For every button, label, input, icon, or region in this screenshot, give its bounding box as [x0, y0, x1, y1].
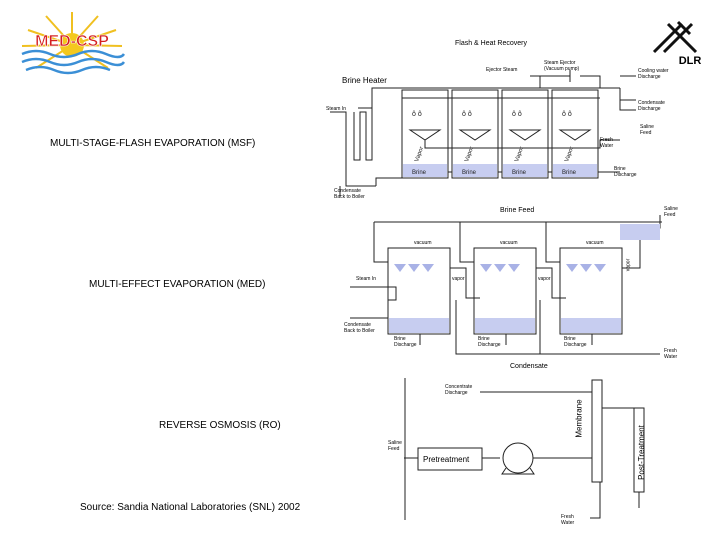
membrane-label: Membrane [574, 399, 584, 438]
med-brine-feed-label: Brine Feed [500, 207, 535, 214]
med-label: MULTI-EFFECT EVAPORATION (MED) [89, 279, 266, 290]
post-treatment-label: Post-Treatment [636, 425, 646, 480]
med-condensate-back-label: Condensate Back to Boiler [344, 322, 375, 334]
msf-vapor-label-3: Vapor [514, 146, 525, 163]
source-label: Source: Sandia National Laboratories (SN… [80, 502, 301, 513]
msf-vapor-label-1: Vapor [414, 146, 425, 163]
ro-saline-feed-label: Saline Feed [388, 440, 402, 452]
med-vacuum-label-2: vacuum [500, 240, 518, 246]
msf-brine-label-2: Brine [462, 170, 477, 176]
med-brine-discharge-label-3: Brine Discharge [564, 336, 587, 348]
pretreatment-label: Pretreatment [423, 455, 470, 464]
dlr-emblem-icon [652, 20, 698, 54]
med-spray-nozzles [394, 264, 606, 272]
membrane-box [591, 379, 603, 483]
med-brine-discharge-label-1: Brine Discharge [394, 336, 417, 348]
brine-heater-label: Brine Heater [342, 76, 387, 85]
svg-text:ô ô: ô ô [562, 111, 572, 118]
ro-label: REVERSE OSMOSIS (RO) [159, 420, 281, 431]
msf-brine-label-4: Brine [562, 170, 577, 176]
msf-diagram: ô ô ô ô ô ô ô ô Brine Brine Brine Brine Va… [330, 70, 636, 196]
msf-fresh-water-label: Fresh Water [600, 137, 614, 149]
msf-cooling-water-label: Cooling water Discharge [638, 68, 669, 80]
med-brine-discharge-label-2: Brine Discharge [478, 336, 501, 348]
msf-condensate-back-label: Condensate Back to Boiler [334, 188, 365, 200]
dlr-logo: DLR [652, 20, 702, 67]
msf-brine-pools [403, 164, 597, 177]
ro-fresh-water-label: Fresh Water [561, 514, 575, 526]
med-vapor-label-2: vapor [538, 276, 551, 282]
logo-text: MED-CSP [35, 33, 109, 50]
msf-brine-label-1: Brine [412, 170, 427, 176]
msf-condensate-discharge-label: Condensate Discharge [638, 100, 665, 112]
med-vacuum-label-1: vacuum [414, 240, 432, 246]
msf-brine-discharge-label: Brine Discharge [614, 166, 637, 178]
med-vapor-label-3: vapor [625, 258, 632, 272]
pump-icon [502, 442, 534, 474]
msf-brine-label-3: Brine [512, 170, 527, 176]
med-fresh-water-label: Fresh Water [664, 348, 678, 360]
svg-text:ô ô: ô ô [412, 111, 422, 118]
msf-title: Flash & Heat Recovery [455, 40, 527, 47]
med-brine-pools [389, 224, 660, 333]
ro-diagram [404, 378, 645, 520]
msf-steam-in-label: Steam In [326, 106, 347, 112]
med-steam-in-label: Steam In [356, 276, 377, 282]
msf-label: MULTI-STAGE-FLASH EVAPORATION (MSF) [50, 138, 256, 149]
brine-heater-tubes [353, 107, 373, 161]
pretreatment-box [417, 447, 483, 471]
ro-concentrate-label: Concentrate Discharge [445, 384, 473, 396]
steam-ejector-label: Steam Ejector (Vacuum pump) [544, 60, 580, 72]
svg-text:ô ô: ô ô [512, 111, 522, 118]
svg-text:ô ô: ô ô [462, 111, 472, 118]
dlr-text: DLR [679, 55, 702, 67]
msf-saline-feed-label: Saline Feed [640, 124, 654, 136]
med-vacuum-label-3: vacuum [586, 240, 604, 246]
med-saline-feed-label: Saline Feed [664, 206, 678, 218]
msf-vapor-label-2: Vapor [464, 146, 475, 163]
med-vapor-label-1: vapor [452, 276, 465, 282]
waves-icon [21, 49, 126, 75]
msf-vapor-label-4: Vapor [564, 146, 575, 163]
med-condensate-label: Condensate [510, 363, 548, 370]
med-csp-logo: MED-CSP [21, 12, 126, 75]
med-diagram [350, 215, 662, 355]
ejector-steam-label: Ejector Steam [486, 67, 518, 73]
